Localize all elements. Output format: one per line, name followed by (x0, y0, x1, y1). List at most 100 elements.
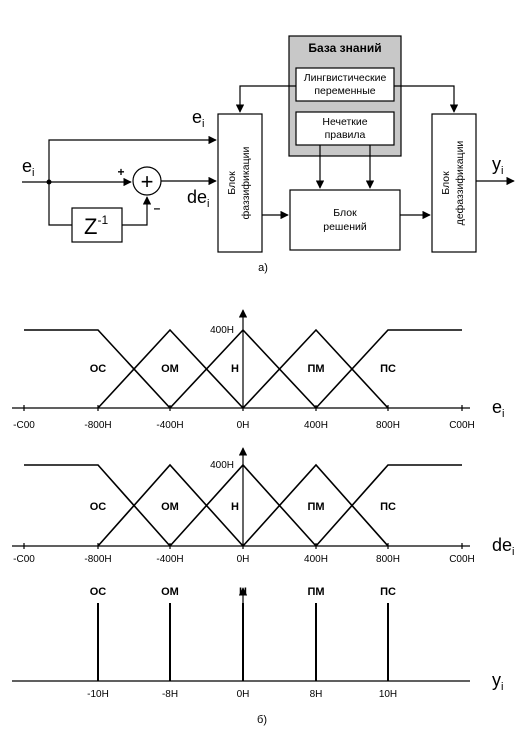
delta-signal-sub: i (207, 198, 209, 210)
plus-sign: + (117, 165, 124, 179)
linguistic-variables-label-2: переменные (314, 85, 375, 97)
x-tick-label: C00Н (449, 420, 475, 431)
axis-variable-sub: i (501, 681, 503, 693)
upper-branch-wire (48, 135, 217, 182)
membership-set-ПМ (242, 463, 389, 547)
linguistic-variables-block (295, 67, 395, 102)
set-label: Н (239, 586, 247, 598)
output-signal-label: yi (492, 154, 503, 177)
input-signal-name: e (22, 156, 32, 176)
x-tick-label: -800Н (84, 554, 111, 565)
membership-set-ПС (315, 329, 462, 409)
linguistic-variables-label: Лингвистические (304, 72, 387, 84)
y-peak-label: 400Н (210, 325, 234, 336)
chart-e: ei ОС ОМ Н ПМ ПС 400Н -C00 -800Н -400Н 0Н 400Н 800Н C… (12, 309, 504, 431)
fuzzification-label: Блок (226, 171, 238, 195)
set-label: ПС (380, 586, 396, 598)
delta-signal-label: dei (187, 187, 209, 210)
summing-symbol: + (141, 169, 154, 194)
axis-variable-sub: i (502, 408, 504, 420)
x-tick-label: 0Н (237, 689, 250, 700)
x-tick-label: -800Н (84, 420, 111, 431)
defuzzification-label-2: дефаззификации (454, 141, 466, 226)
axis-variable-label: dei (492, 535, 514, 558)
set-label: ОС (90, 586, 107, 598)
set-label: ПМ (307, 586, 324, 598)
axis-variable-sub: i (512, 546, 514, 558)
delta-signal-name: de (187, 187, 207, 207)
decision-label: Блок (333, 207, 357, 219)
input-signal-sub: i (32, 167, 34, 179)
x-tick-label: -C00 (13, 420, 35, 431)
fuzzy-rules-block (295, 111, 395, 146)
kb-to-fuzzification-wire (235, 85, 296, 113)
fuzzy-rules-label-2: правила (325, 129, 366, 141)
axis-variable-label: yi (492, 670, 503, 693)
membership-set-Н (169, 328, 317, 409)
delay-base: Z (84, 214, 97, 239)
block-diagram: База знаний Лингвистические переменные Н… (22, 35, 515, 274)
input-signal-label: ei (22, 156, 34, 179)
defuzzification-label: Блок (440, 171, 452, 195)
membership-set-ОМ (97, 328, 244, 409)
x-tick-label: 0Н (237, 420, 250, 431)
set-label: ПС (380, 501, 396, 513)
x-tick-label: -10Н (87, 689, 109, 700)
chart-de: dei ОС ОМ Н ПМ ПС 400Н -C00 -800Н -400Н 0Н 400Н 800Н… (12, 447, 514, 565)
set-label: ОМ (161, 586, 179, 598)
fuzzy-rules-label: Нечеткие (322, 116, 367, 128)
axis-variable-name: y (492, 670, 501, 690)
set-label: ОМ (161, 501, 179, 513)
set-label: ПМ (307, 501, 324, 513)
set-label: Н (231, 363, 239, 375)
fuzzification-block (217, 113, 263, 253)
set-label: Н (231, 501, 239, 513)
membership-set-ОС (24, 329, 171, 409)
membership-set-ОМ (97, 463, 244, 547)
output-signal-name: y (492, 154, 501, 174)
upper-branch-label: ei (192, 107, 204, 130)
delay-branch-wire (48, 182, 72, 226)
decision-block (289, 189, 401, 251)
axis-variable-label: ei (492, 397, 504, 420)
x-tick-label: -400Н (156, 554, 183, 565)
caption-b: б) (257, 714, 267, 726)
set-label: ОС (90, 501, 107, 513)
minus-sign: – (154, 201, 161, 215)
x-tick-label: C00Н (449, 554, 475, 565)
set-label: ОС (90, 363, 107, 375)
axis-variable-name: e (492, 397, 502, 417)
upper-branch-sub: i (202, 118, 204, 130)
set-label: ПС (380, 363, 396, 375)
set-label: ОМ (161, 363, 179, 375)
x-tick-label: 8Н (310, 689, 323, 700)
fuzzification-label-2: фаззификации (240, 147, 252, 220)
delay-label: Z-1 (84, 213, 108, 239)
set-label: ПМ (307, 363, 324, 375)
knowledge-base-title: База знаний (308, 41, 381, 55)
decision-label-2: решений (323, 221, 367, 233)
x-tick-label: 400Н (304, 554, 328, 565)
y-peak-label: 400Н (210, 460, 234, 471)
membership-set-ПС (315, 464, 462, 547)
membership-set-ПМ (242, 328, 389, 409)
x-tick-label: 400Н (304, 420, 328, 431)
output-signal-sub: i (501, 165, 503, 177)
defuzzification-block (431, 113, 477, 253)
caption-a: а) (258, 262, 268, 274)
x-tick-label: -C00 (13, 554, 35, 565)
upper-branch-name: e (192, 107, 202, 127)
x-tick-label: -8Н (162, 689, 178, 700)
x-tick-label: 0Н (237, 554, 250, 565)
membership-set-Н (169, 463, 317, 547)
x-tick-label: 800Н (376, 420, 400, 431)
delay-exponent: -1 (97, 213, 108, 227)
membership-set-ОС (24, 464, 171, 547)
delay-block (71, 207, 123, 243)
x-tick-label: 800Н (376, 554, 400, 565)
kb-to-defuzzification-wire (394, 85, 459, 113)
axis-variable-name: de (492, 535, 512, 555)
x-tick-label: -400Н (156, 420, 183, 431)
